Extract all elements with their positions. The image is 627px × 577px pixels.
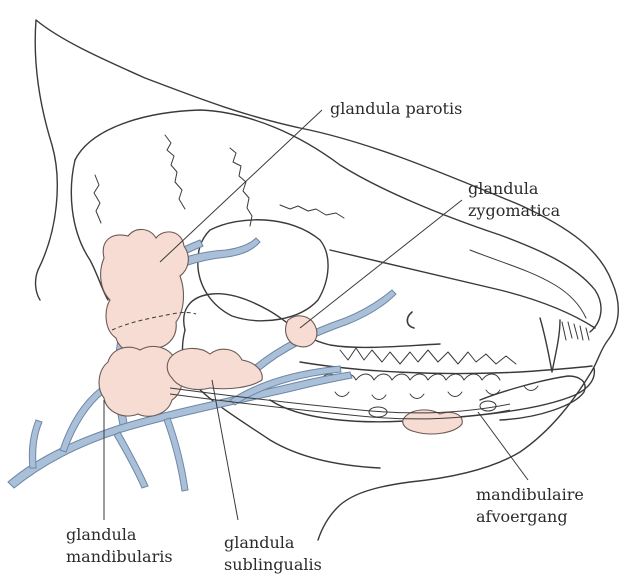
sublingual-gland xyxy=(167,348,262,389)
mandibular-gland xyxy=(99,346,182,416)
nostril xyxy=(407,312,414,328)
nerve-branch-lower-2 xyxy=(164,418,188,491)
label-glandula-parotis: glandula parotis xyxy=(330,98,462,120)
orbit-outline xyxy=(198,220,328,321)
label-glandula-mandibularis: glandula mandibularis xyxy=(66,524,173,568)
leader-zygomatica xyxy=(300,200,462,328)
mandible-upper-edge xyxy=(300,362,592,374)
leader-parotis xyxy=(160,110,322,262)
upper-incisors xyxy=(562,322,589,340)
nasal-line xyxy=(470,250,586,318)
upper-canine xyxy=(540,318,560,372)
label-zygomatica-line-1: glandula xyxy=(468,178,560,200)
buccal-gland-lobe xyxy=(403,410,462,434)
label-duct-line-2: afvoergang xyxy=(476,506,584,528)
glands xyxy=(99,229,462,434)
label-glandula-sublingualis: glandula sublingualis xyxy=(224,532,322,576)
nerve-branch-forward xyxy=(255,290,396,370)
label-mandibulaire-afvoergang: mandibulaire afvoergang xyxy=(476,484,584,528)
nerve-branch-lower-1 xyxy=(114,432,148,488)
label-sublingualis-line-2: sublingualis xyxy=(224,554,322,576)
skull-suture-4 xyxy=(94,175,101,223)
label-duct-line-1: mandibulaire xyxy=(476,484,584,506)
zygomatic-gland xyxy=(286,316,317,347)
label-mandibularis-line-1: glandula xyxy=(66,524,173,546)
label-zygomatica-line-2: zygomatica xyxy=(468,200,560,222)
upper-premolars xyxy=(340,348,516,364)
label-glandula-zygomatica: glandula zygomatica xyxy=(468,178,560,222)
label-parotis-line-1: glandula parotis xyxy=(330,98,462,120)
skull-suture-3 xyxy=(280,205,344,218)
tooth-roots xyxy=(335,386,538,400)
skull-suture-2 xyxy=(230,148,252,226)
maxilla-outline xyxy=(330,250,595,328)
leader-duct xyxy=(478,412,528,480)
skull-suture-1 xyxy=(165,135,185,209)
label-mandibularis-line-2: mandibularis xyxy=(66,546,173,568)
label-sublingualis-line-1: glandula xyxy=(224,532,322,554)
